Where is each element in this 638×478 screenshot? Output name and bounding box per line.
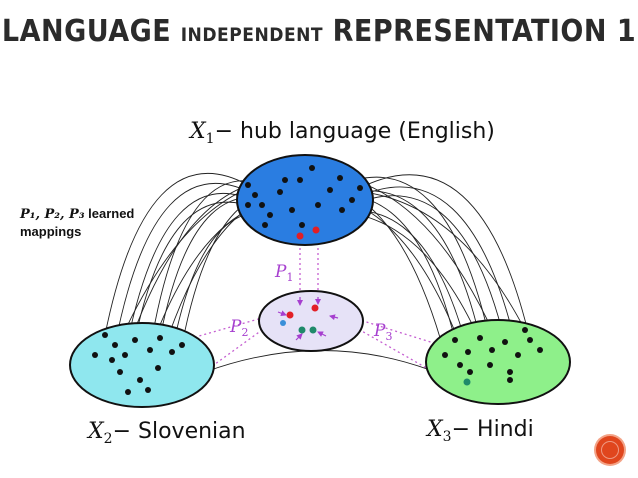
shared-mapping-arrow [329,314,339,321]
hindi-word-point [507,369,513,375]
mapping-label-p2: P2 [229,317,248,339]
shared-green-point [309,326,317,334]
slovenian-word-point [92,352,98,358]
slovenian-word-point [132,337,138,343]
hub-word-point [339,207,345,213]
hub-word-point [289,207,295,213]
dotted-projection-line [359,329,431,371]
hub-red-point [312,226,320,234]
slovenian-word-point [145,387,151,393]
hub-word-point [267,212,273,218]
slovenian-word-point [122,352,128,358]
mapping-arc-slovenian [104,173,250,336]
slovenian-word-point [157,335,163,341]
shared-space-points [277,297,339,341]
learned-mappings-note: P₁, P₂, P₃ learned mappings [20,205,134,240]
hub-word-point [327,187,333,193]
slovenian-word-point [125,389,131,395]
word-points [92,165,543,395]
hub-word-point [262,222,268,228]
slovenian-word-point [147,347,153,353]
shared-mapping-arrow [277,310,287,317]
hub-word-point [357,185,363,191]
title-part-language: LANGUAGE [1,14,172,49]
hindi-word-point [502,339,508,345]
hindi-word-point [465,349,471,355]
hindi-word-point [487,362,493,368]
hindi-word-point [537,347,543,353]
title-part-independent: INDEPENDENT [180,24,324,46]
hindi-word-point [457,362,463,368]
slovenian-word-point [155,365,161,371]
slovenian-word-point [179,342,185,348]
hindi-cloud [425,319,571,405]
slovenian-word-point [117,369,123,375]
shared-red-point [286,311,294,319]
mapping-arc-slovenian [114,183,257,346]
dotted-projection-line [184,317,263,341]
shared-mapping-arrow [295,333,303,341]
slovenian-word-point [169,349,175,355]
hub-word-point [337,175,343,181]
dotted-projection-line [359,319,441,346]
hindi-word-point [507,377,513,383]
shared-space-cloud [258,290,364,352]
hub-word-point [245,182,251,188]
hub-red-point [296,232,304,240]
note-line-1-rest: learned [84,206,135,221]
hub-word-point [245,202,251,208]
slovenian-label: X2− Slovenian [86,419,246,447]
hindi-word-point [467,369,473,375]
slide-title: LANGUAGE INDEPENDENT REPRESENTATION 1 [0,14,638,49]
note-math: P₁, P₂, P₃ [20,207,85,222]
hindi-word-point [452,337,458,343]
slovenian-cloud [69,322,215,408]
note-line-1: P₁, P₂, P₃ learned [20,205,134,223]
hub-word-point [252,192,258,198]
slovenian-word-point [109,357,115,363]
title-part-representation: REPRESENTATION 1 [332,14,637,49]
hindi-word-point [442,352,448,358]
slovenian-word-point [137,377,143,383]
note-line-2: mappings [20,224,82,239]
hindi-word-point [477,335,483,341]
shared-blue-point [280,320,286,326]
hindi-word-point [527,337,533,343]
hub-word-point [277,189,283,195]
hub-word-point [299,222,305,228]
hub-word-point [309,165,315,171]
hub-word-point [259,202,265,208]
mapping-arc-hindi [351,186,521,357]
hub-word-point [282,177,288,183]
mapping-label-p1: P1 [274,262,293,284]
slovenian-word-point [102,332,108,338]
hindi-word-point [515,352,521,358]
hub-word-point [349,197,355,203]
circle-next-icon[interactable] [596,436,624,464]
mapping-arc-hindi [359,174,533,342]
hub-word-point [315,202,321,208]
shared-green-point [298,326,306,334]
mapping-label-p3: P3 [373,321,392,343]
shared-mapping-arrow [317,331,327,337]
slovenian-word-point [112,342,118,348]
hindi-green-point [463,378,471,386]
hindi-word-point [522,327,528,333]
hub-word-point [297,177,303,183]
hindi-label: X3− Hindi [425,417,534,445]
hindi-word-point [489,347,495,353]
hub-label: X1− hub language (English) [188,119,495,147]
mapping-arc-bottom [204,350,431,373]
projection-lines [184,238,441,376]
shared-red-point [311,304,319,312]
